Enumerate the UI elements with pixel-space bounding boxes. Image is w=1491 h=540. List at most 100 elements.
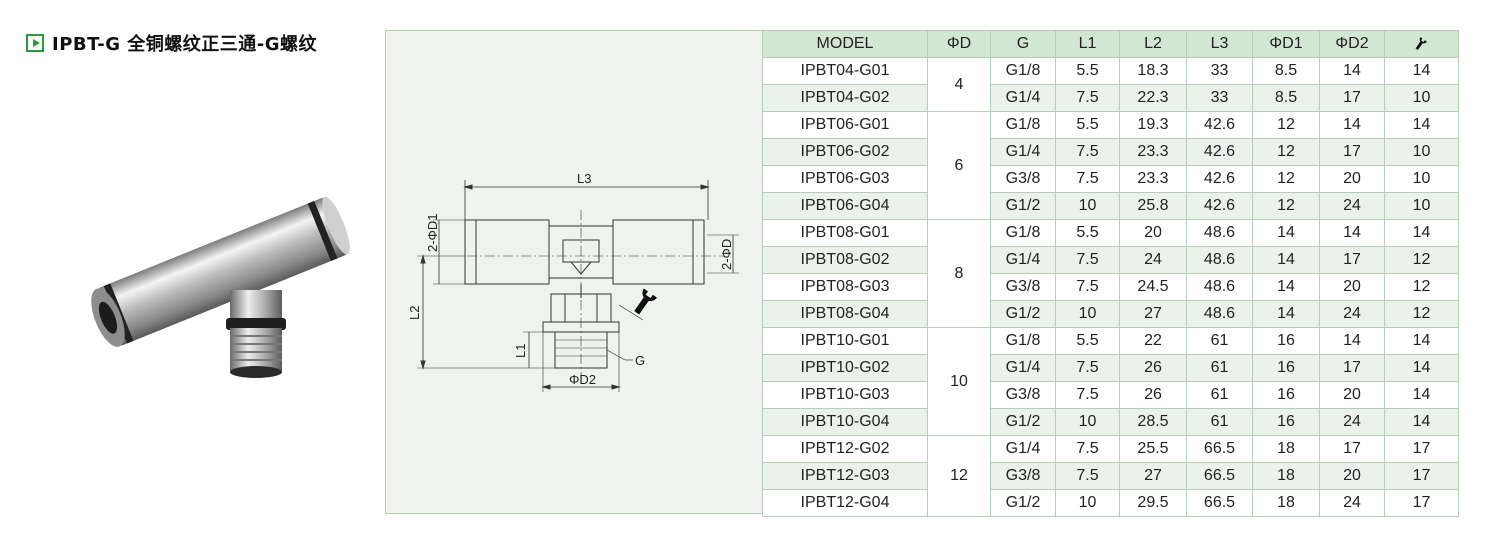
l1-cell: 7.5 bbox=[1055, 84, 1120, 112]
d2-cell: 17 bbox=[1319, 84, 1385, 112]
model-cell: IPBT12-G04 bbox=[762, 489, 928, 517]
l2-cell: 27 bbox=[1119, 300, 1187, 328]
d2-cell: 24 bbox=[1319, 192, 1385, 220]
d2-cell: 17 bbox=[1319, 354, 1385, 382]
col-header: ΦD2 bbox=[1319, 30, 1385, 58]
thread-cell: G1/4 bbox=[990, 435, 1056, 463]
d2-label: ΦD2 bbox=[569, 372, 596, 387]
wrench-cell: 17 bbox=[1384, 489, 1459, 517]
d2-cell: 14 bbox=[1319, 111, 1385, 139]
d1-cell: 16 bbox=[1252, 327, 1320, 355]
l2-cell: 28.5 bbox=[1119, 408, 1187, 436]
l3-cell: 61 bbox=[1186, 354, 1253, 382]
col-header: L3 bbox=[1186, 30, 1253, 58]
l2-cell: 26 bbox=[1119, 381, 1187, 409]
l2-cell: 22.3 bbox=[1119, 84, 1187, 112]
d1-cell: 12 bbox=[1252, 138, 1320, 166]
model-cell: IPBT12-G02 bbox=[762, 435, 928, 463]
d1-cell: 16 bbox=[1252, 408, 1320, 436]
product-photo bbox=[91, 196, 350, 378]
thread-cell: G1/8 bbox=[990, 57, 1056, 85]
thread-cell: G1/4 bbox=[990, 84, 1056, 112]
d-label: 2-ΦD bbox=[719, 239, 734, 270]
thread-cell: G3/8 bbox=[990, 273, 1056, 301]
l2-cell: 24 bbox=[1119, 246, 1187, 274]
header-row: MODEL ΦD G L1 L2 L3 ΦD1 ΦD2 bbox=[762, 30, 1459, 58]
wrench-icon bbox=[634, 288, 657, 315]
l3-cell: 61 bbox=[1186, 327, 1253, 355]
l3-cell: 33 bbox=[1186, 57, 1253, 85]
model-cell: IPBT08-G03 bbox=[762, 273, 928, 301]
l3-cell: 48.6 bbox=[1186, 246, 1253, 274]
l2-cell: 25.5 bbox=[1119, 435, 1187, 463]
model-cell: IPBT10-G02 bbox=[762, 354, 928, 382]
l2-cell: 29.5 bbox=[1119, 489, 1187, 517]
l1-cell: 5.5 bbox=[1055, 327, 1120, 355]
title-bar: IPBT-G 全铜螺纹正三通-G螺纹 bbox=[26, 30, 317, 56]
thread-cell: G1/4 bbox=[990, 138, 1056, 166]
wrench-cell: 14 bbox=[1384, 111, 1459, 139]
model-cell: IPBT12-G03 bbox=[762, 462, 928, 490]
wrench-column-header bbox=[1384, 30, 1459, 58]
d2-cell: 17 bbox=[1319, 246, 1385, 274]
wrench-cell: 12 bbox=[1384, 273, 1459, 301]
l1-cell: 5.5 bbox=[1055, 57, 1120, 85]
col-header: L2 bbox=[1119, 30, 1187, 58]
col-header: G bbox=[990, 30, 1056, 58]
l1-cell: 5.5 bbox=[1055, 111, 1120, 139]
wrench-cell: 10 bbox=[1384, 84, 1459, 112]
wrench-icon bbox=[1415, 36, 1427, 50]
model-cell: IPBT06-G01 bbox=[762, 111, 928, 139]
l1-cell: 10 bbox=[1055, 300, 1120, 328]
l3-label: L3 bbox=[577, 171, 591, 186]
thread-cell: G3/8 bbox=[990, 165, 1056, 193]
diameter-cell: 10 bbox=[927, 327, 991, 436]
wrench-cell: 14 bbox=[1384, 327, 1459, 355]
l3-cell: 66.5 bbox=[1186, 462, 1253, 490]
d1-cell: 18 bbox=[1252, 489, 1320, 517]
thread-cell: G1/4 bbox=[990, 246, 1056, 274]
diameter-cell: 12 bbox=[927, 435, 991, 517]
wrench-cell: 14 bbox=[1384, 408, 1459, 436]
l3-cell: 48.6 bbox=[1186, 300, 1253, 328]
wrench-cell: 14 bbox=[1384, 219, 1459, 247]
wrench-cell: 10 bbox=[1384, 138, 1459, 166]
l3-cell: 48.6 bbox=[1186, 273, 1253, 301]
l1-cell: 7.5 bbox=[1055, 165, 1120, 193]
play-icon bbox=[26, 34, 44, 52]
d1-cell: 8.5 bbox=[1252, 84, 1320, 112]
d1-cell: 14 bbox=[1252, 246, 1320, 274]
d2-cell: 17 bbox=[1319, 138, 1385, 166]
thread-cell: G3/8 bbox=[990, 462, 1056, 490]
l3-cell: 42.6 bbox=[1186, 165, 1253, 193]
l3-cell: 42.6 bbox=[1186, 138, 1253, 166]
d2-cell: 20 bbox=[1319, 381, 1385, 409]
thread-cell: G1/4 bbox=[990, 354, 1056, 382]
l1-cell: 7.5 bbox=[1055, 138, 1120, 166]
d1-cell: 14 bbox=[1252, 219, 1320, 247]
d2-cell: 20 bbox=[1319, 165, 1385, 193]
model-cell: IPBT04-G01 bbox=[762, 57, 928, 85]
d1-cell: 8.5 bbox=[1252, 57, 1320, 85]
model-cell: IPBT06-G03 bbox=[762, 165, 928, 193]
wrench-cell: 12 bbox=[1384, 300, 1459, 328]
l2-cell: 22 bbox=[1119, 327, 1187, 355]
thread-cell: G1/8 bbox=[990, 111, 1056, 139]
diameter-cell: 6 bbox=[927, 111, 991, 220]
col-header: L1 bbox=[1055, 30, 1120, 58]
d1-cell: 12 bbox=[1252, 111, 1320, 139]
d1-cell: 18 bbox=[1252, 462, 1320, 490]
